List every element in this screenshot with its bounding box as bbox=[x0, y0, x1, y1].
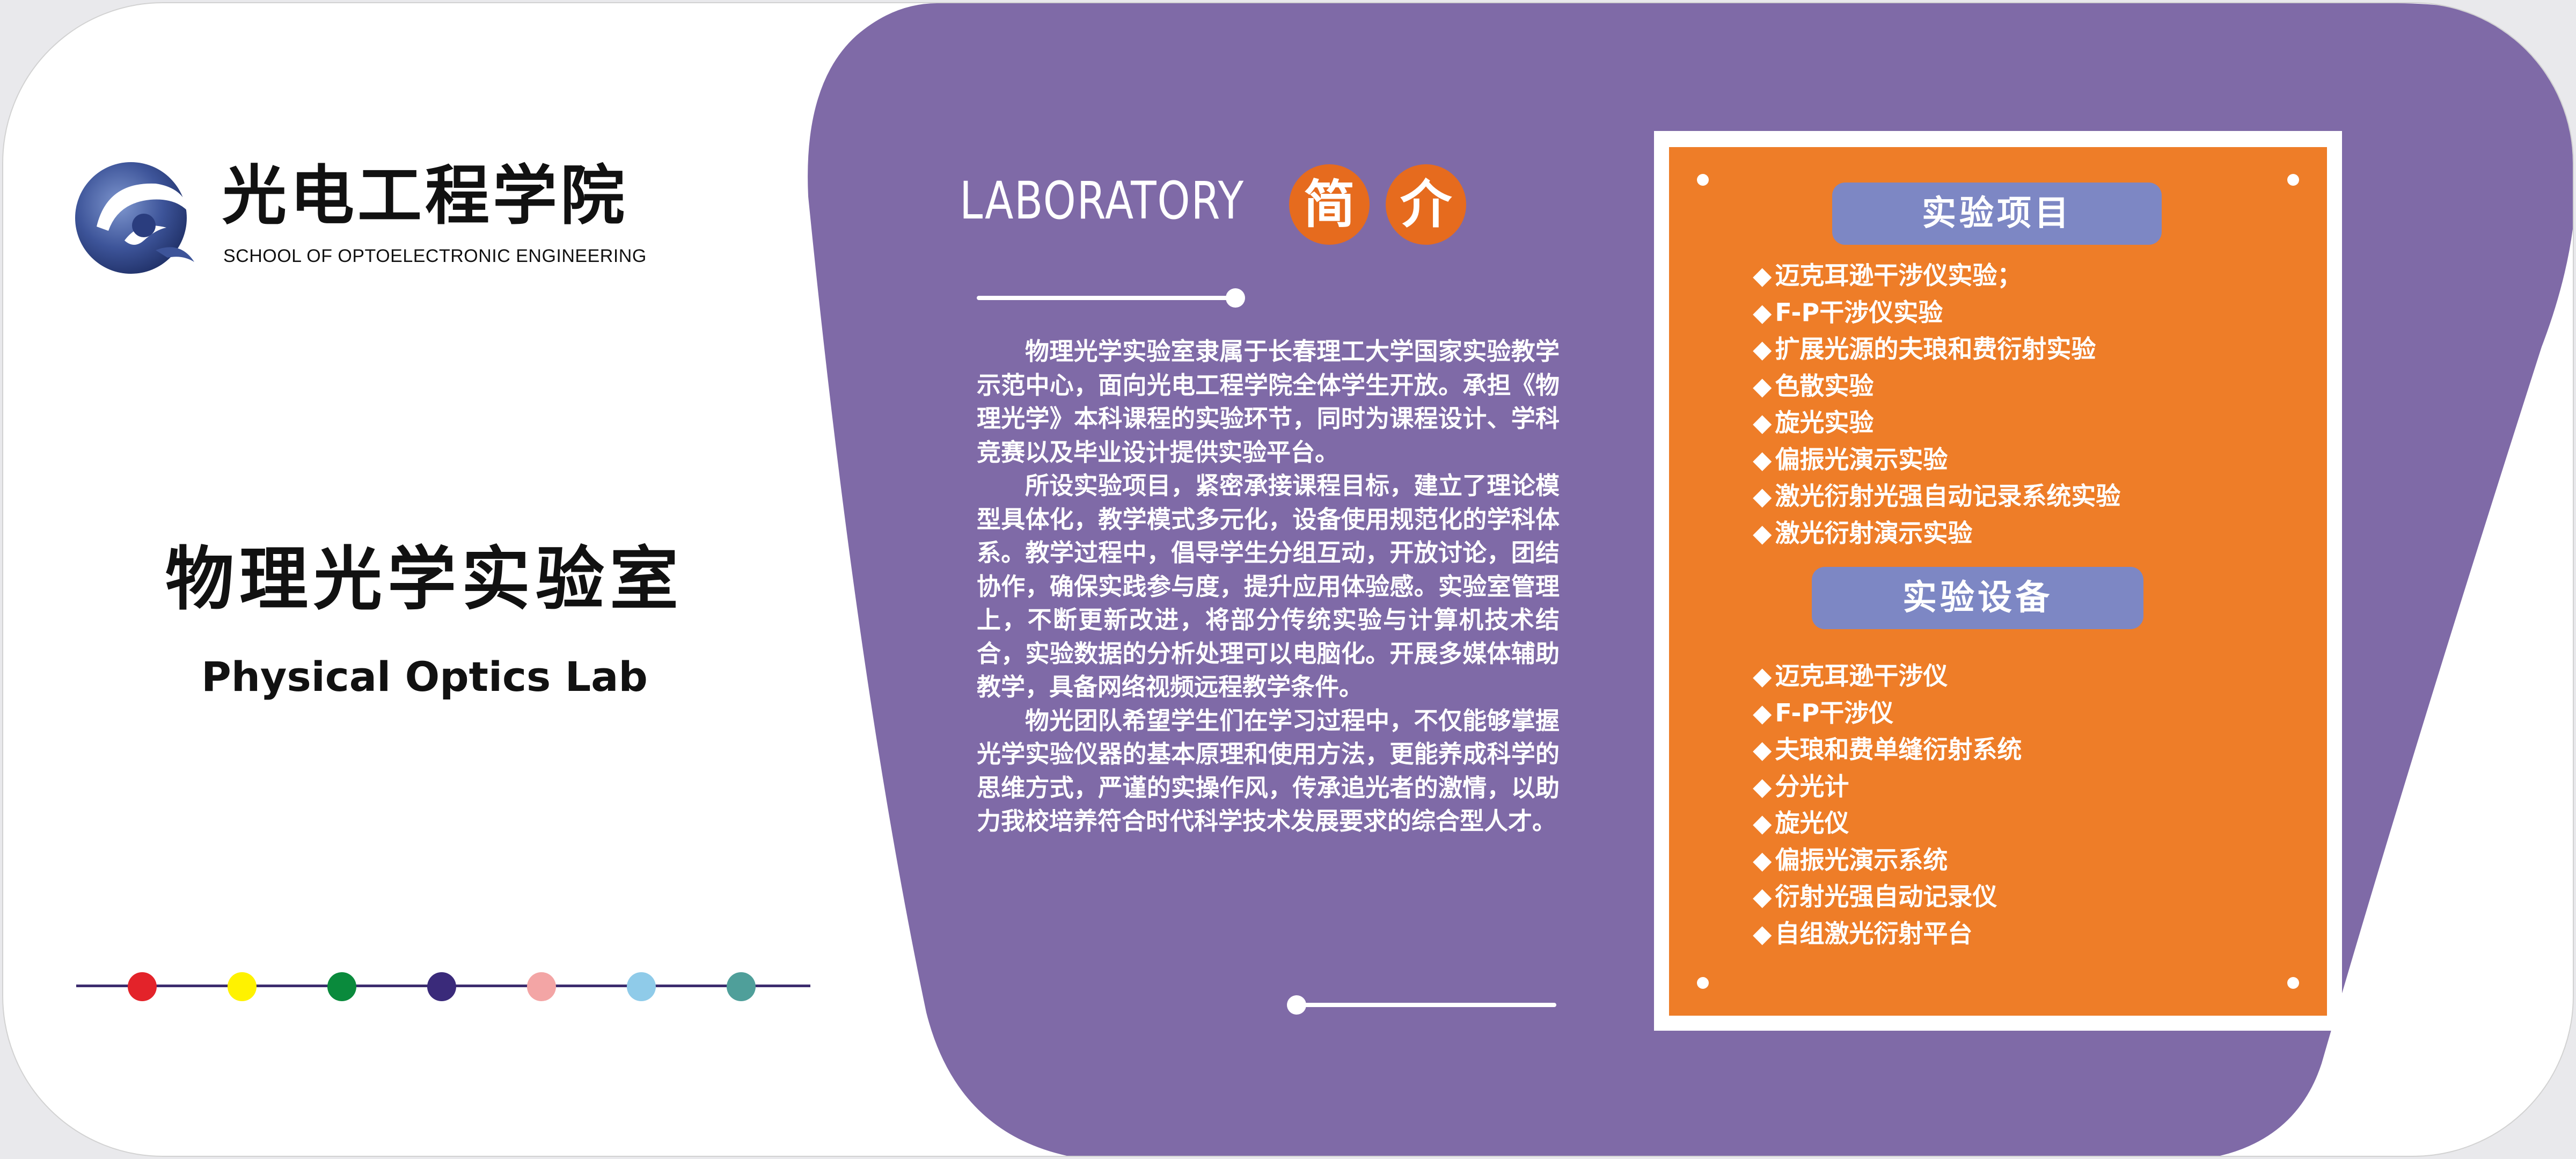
diamond-bullet-icon: ◆ bbox=[1753, 661, 1772, 690]
diamond-bullet-icon: ◆ bbox=[1753, 735, 1772, 764]
equipment-item: ◆分光计 bbox=[1753, 774, 1849, 799]
decor-dot bbox=[427, 972, 456, 1001]
equipment-item: ◆F-P干涉仪 bbox=[1753, 701, 1893, 725]
experiments-item: ◆激光衍射演示实验 bbox=[1753, 521, 1972, 545]
experiments-title: 实验项目 bbox=[1832, 183, 2162, 245]
experiments-item: ◆激光衍射光强自动记录系统实验 bbox=[1753, 484, 2120, 508]
card-pin bbox=[2287, 977, 2299, 989]
card-pin bbox=[1697, 174, 1709, 186]
bottom-rule bbox=[1297, 1003, 1556, 1007]
decor-dot bbox=[727, 972, 756, 1001]
experiments-item-label: 色散实验 bbox=[1775, 371, 1874, 400]
equipment-item-label: 分光计 bbox=[1775, 771, 1849, 801]
diamond-bullet-icon: ◆ bbox=[1753, 334, 1772, 363]
diamond-bullet-icon: ◆ bbox=[1753, 771, 1772, 801]
equipment-item: ◆迈克耳逊干涉仪 bbox=[1753, 664, 1948, 688]
equipment-item-label: 夫琅和费单缝衍射系统 bbox=[1775, 735, 2022, 764]
bottom-rule-dot bbox=[1287, 995, 1306, 1015]
diamond-bullet-icon: ◆ bbox=[1753, 371, 1772, 400]
decor-dot bbox=[327, 972, 356, 1001]
equipment-item-label: F-P干涉仪 bbox=[1775, 698, 1894, 727]
experiments-item-label: F-P干涉仪实验 bbox=[1775, 297, 1943, 327]
diamond-bullet-icon: ◆ bbox=[1753, 261, 1772, 290]
intro-paragraph-2: 所设实验项目，紧密承接课程目标，建立了理论模型具体化，教学模式多元化，设备使用规… bbox=[977, 471, 1560, 701]
intro-paragraph-1: 物理光学实验室隶属于长春理工大学国家实验教学示范中心，面向光电工程学院全体学生开… bbox=[977, 337, 1560, 466]
diamond-bullet-icon: ◆ bbox=[1753, 698, 1772, 727]
diamond-bullet-icon: ◆ bbox=[1753, 482, 1772, 511]
intro-badge-1: 简 bbox=[1289, 164, 1370, 245]
experiments-item: ◆迈克耳逊干涉仪实验； bbox=[1753, 263, 2022, 288]
experiments-item: ◆F-P干涉仪实验 bbox=[1753, 300, 1943, 325]
experiments-item-label: 扩展光源的夫琅和费衍射实验 bbox=[1775, 334, 2096, 363]
decor-dot bbox=[627, 972, 656, 1001]
diamond-bullet-icon: ◆ bbox=[1753, 808, 1772, 837]
intro-text: 物理光学实验室隶属于长春理工大学国家实验教学示范中心，面向光电工程学院全体学生开… bbox=[977, 335, 1560, 839]
experiments-item-label: 迈克耳逊干涉仪实验； bbox=[1775, 261, 2022, 290]
equipment-title: 实验设备 bbox=[1812, 567, 2143, 629]
equipment-item: ◆偏振光演示系统 bbox=[1753, 848, 1948, 872]
school-name-en: SCHOOL OF OPTOELECTRONIC ENGINEERING bbox=[223, 246, 647, 266]
diamond-bullet-icon: ◆ bbox=[1753, 518, 1772, 548]
experiments-item: ◆色散实验 bbox=[1753, 374, 1874, 398]
diamond-bullet-icon: ◆ bbox=[1753, 444, 1772, 474]
experiments-item-label: 旋光实验 bbox=[1775, 408, 1874, 437]
equipment-item: ◆旋光仪 bbox=[1753, 811, 1849, 835]
lab-title-en: Physical Optics Lab bbox=[201, 653, 648, 701]
equipment-item-label: 偏振光演示系统 bbox=[1775, 845, 1948, 874]
lab-title-cn: 物理光学实验室 bbox=[165, 540, 684, 619]
card-pin bbox=[2287, 174, 2299, 186]
school-logo-icon bbox=[75, 162, 194, 274]
intro-heading-en: LABORATORY bbox=[960, 171, 1245, 231]
intro-paragraph-3: 物光团队希望学生们在学习过程中，不仅能够掌握光学实验仪器的基本原理和使用方法，更… bbox=[977, 706, 1560, 836]
equipment-item: ◆衍射光强自动记录仪 bbox=[1753, 884, 1997, 909]
top-rule bbox=[977, 296, 1234, 300]
experiments-item: ◆扩展光源的夫琅和费衍射实验 bbox=[1753, 337, 2096, 361]
decor-dot bbox=[527, 972, 556, 1001]
card-pin bbox=[1697, 977, 1709, 989]
equipment-item-label: 自组激光衍射平台 bbox=[1775, 919, 1973, 948]
equipment-item-label: 迈克耳逊干涉仪 bbox=[1775, 661, 1948, 690]
top-rule-dot bbox=[1226, 288, 1245, 308]
diamond-bullet-icon: ◆ bbox=[1753, 408, 1772, 437]
equipment-item: ◆夫琅和费单缝衍射系统 bbox=[1753, 737, 2022, 762]
intro-badge-2: 介 bbox=[1386, 164, 1466, 245]
school-name-cn: 光电工程学院 bbox=[222, 159, 628, 234]
experiments-item-label: 偏振光演示实验 bbox=[1775, 444, 1948, 474]
equipment-item: ◆自组激光衍射平台 bbox=[1753, 921, 1972, 946]
decor-dot bbox=[228, 972, 257, 1001]
equipment-item-label: 旋光仪 bbox=[1775, 808, 1849, 837]
diamond-bullet-icon: ◆ bbox=[1753, 297, 1772, 327]
equipment-item-label: 衍射光强自动记录仪 bbox=[1775, 882, 1997, 911]
experiments-item-label: 激光衍射演示实验 bbox=[1775, 518, 1973, 548]
diamond-bullet-icon: ◆ bbox=[1753, 882, 1772, 911]
experiments-item: ◆旋光实验 bbox=[1753, 410, 1874, 435]
experiments-item: ◆偏振光演示实验 bbox=[1753, 447, 1948, 472]
decor-dot bbox=[128, 972, 157, 1001]
experiments-item-label: 激光衍射光强自动记录系统实验 bbox=[1775, 482, 2121, 511]
diamond-bullet-icon: ◆ bbox=[1753, 919, 1772, 948]
diamond-bullet-icon: ◆ bbox=[1753, 845, 1772, 874]
